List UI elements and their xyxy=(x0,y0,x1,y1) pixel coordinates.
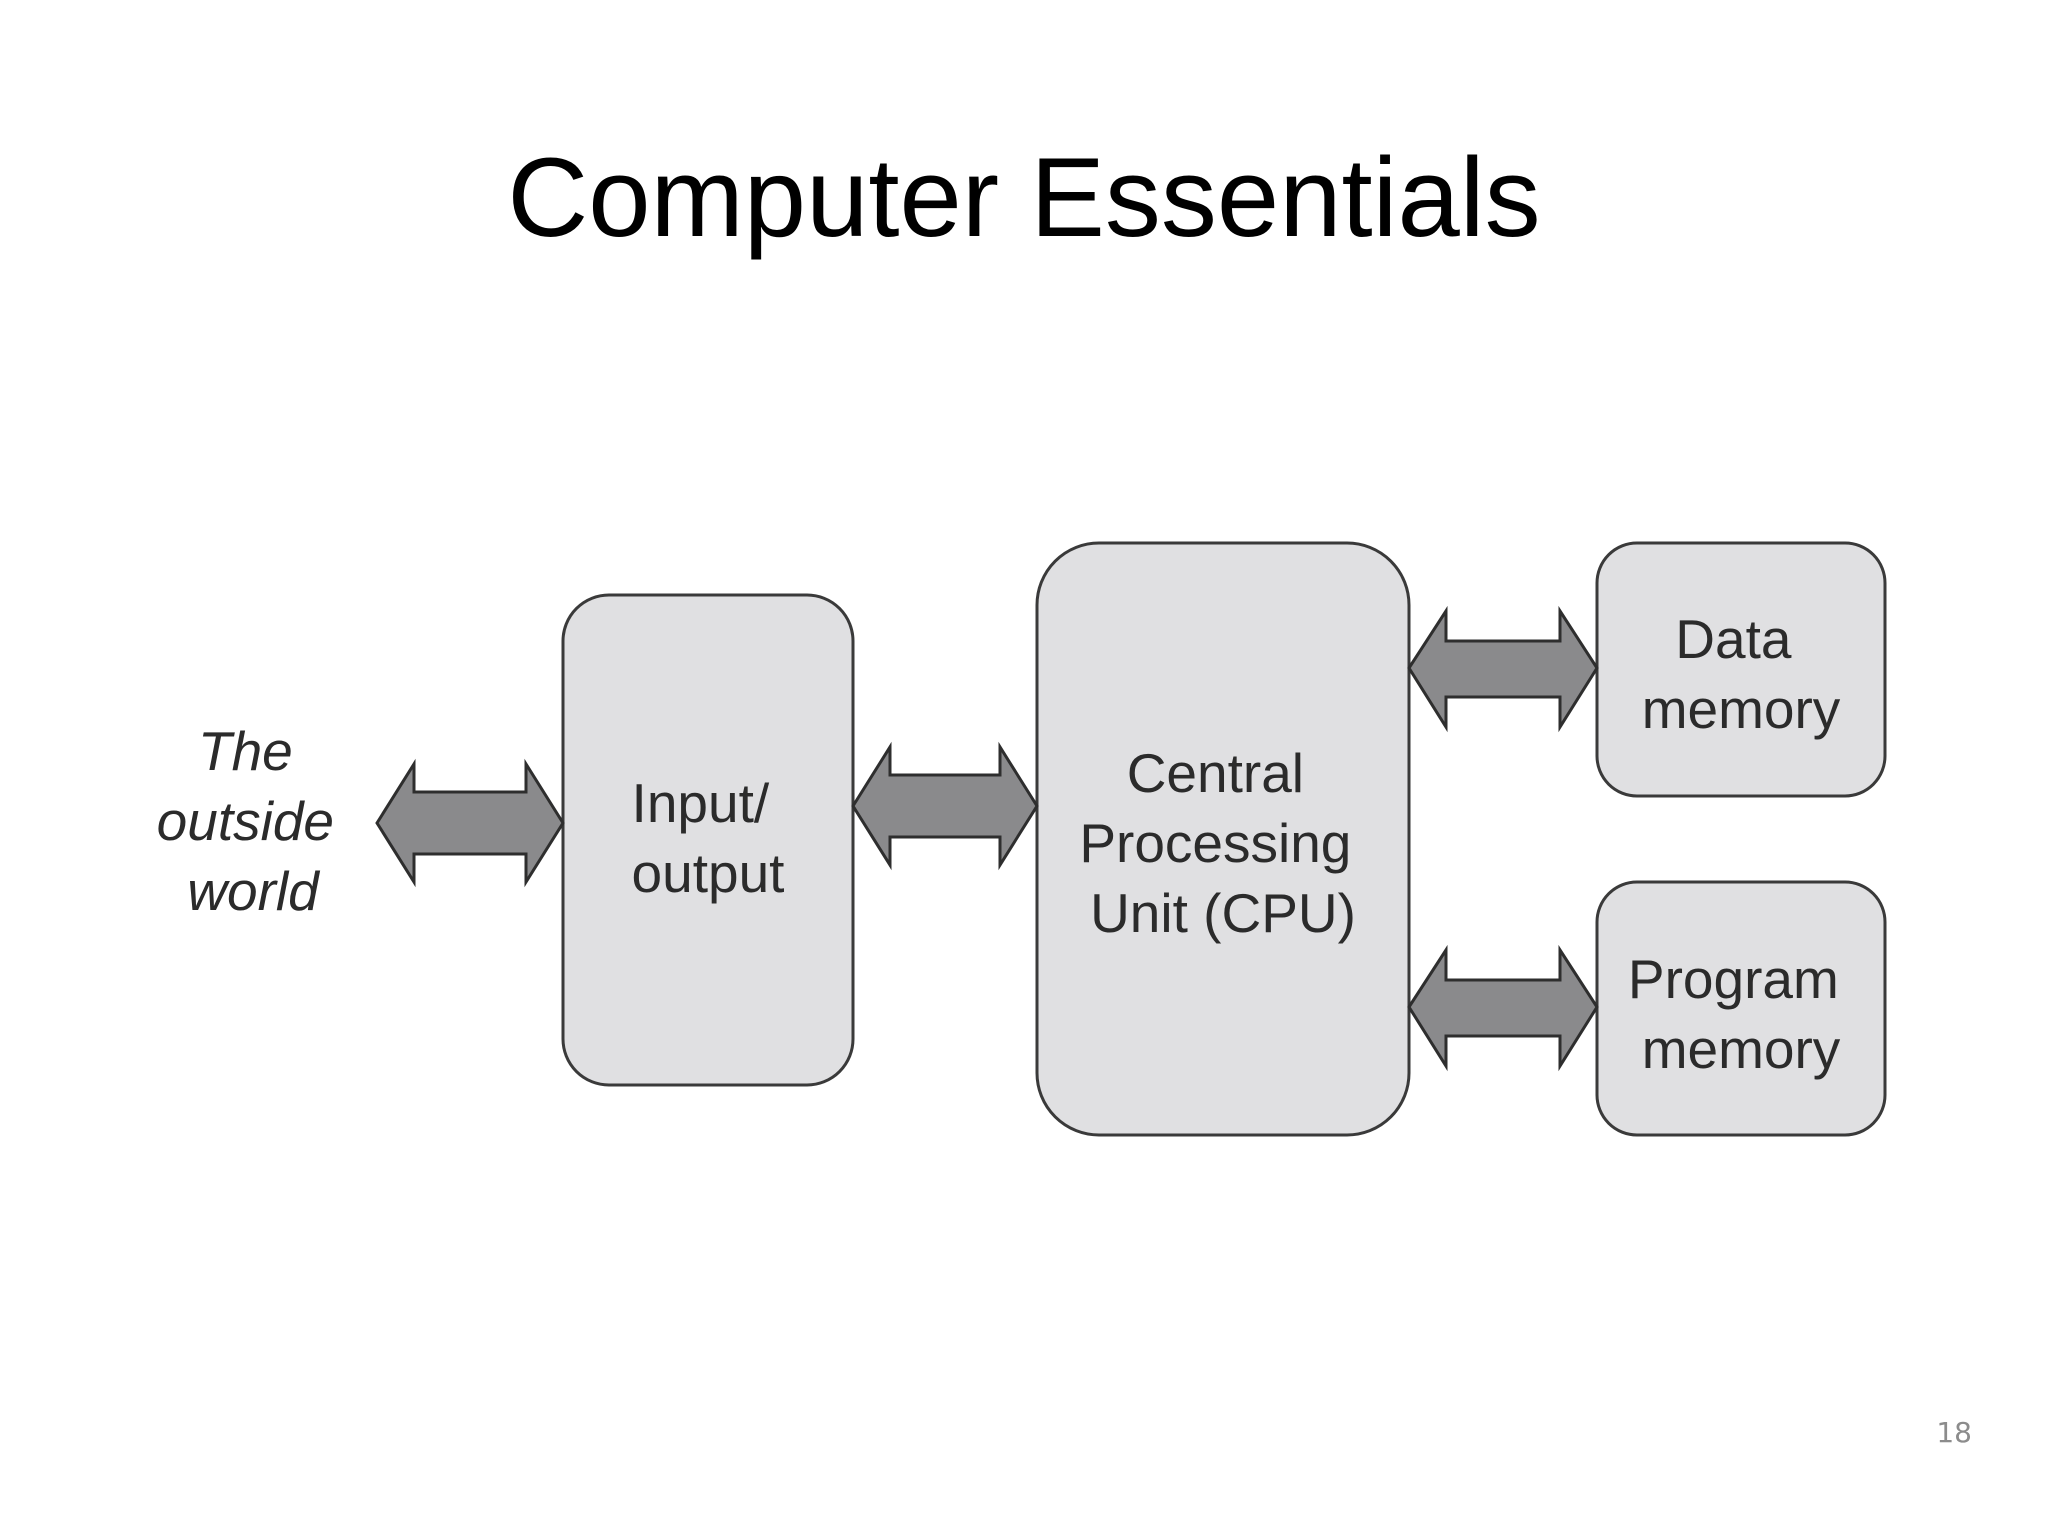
cpu-data-memory-arrow xyxy=(1407,605,1599,733)
outside-world-line: The xyxy=(198,720,293,782)
outside-world-line: world xyxy=(187,860,321,922)
cpu-program-memory-arrow xyxy=(1407,944,1599,1072)
outside-world-label: The outside world xyxy=(157,720,350,922)
cpu-label-line: Processing xyxy=(1079,812,1351,874)
data-memory-label: Data memory xyxy=(1642,608,1841,740)
io-block xyxy=(561,593,855,1087)
outside-world-line: outside xyxy=(157,790,334,852)
io-label-line: Input/ xyxy=(632,772,770,834)
program-memory-label-line: memory xyxy=(1642,1018,1841,1080)
page-number: 18 xyxy=(1936,1416,1972,1449)
io-cpu-arrow xyxy=(851,741,1039,871)
data-memory-label-line: memory xyxy=(1642,678,1841,740)
cpu-label: Central Processing Unit (CPU) xyxy=(1079,742,1366,944)
program-memory-label-line: Program xyxy=(1628,948,1839,1010)
cpu-label-line: Central xyxy=(1127,742,1304,804)
io-label-line: output xyxy=(632,842,785,904)
io-label: Input/ output xyxy=(632,772,785,904)
slide-title: Computer Essentials xyxy=(507,135,1541,260)
data-memory-label-line: Data xyxy=(1675,608,1792,670)
cpu-block xyxy=(1035,541,1411,1137)
outside-io-arrow xyxy=(375,758,565,888)
cpu-label-line: Unit (CPU) xyxy=(1090,882,1356,944)
program-memory-label: Program memory xyxy=(1628,948,1854,1080)
